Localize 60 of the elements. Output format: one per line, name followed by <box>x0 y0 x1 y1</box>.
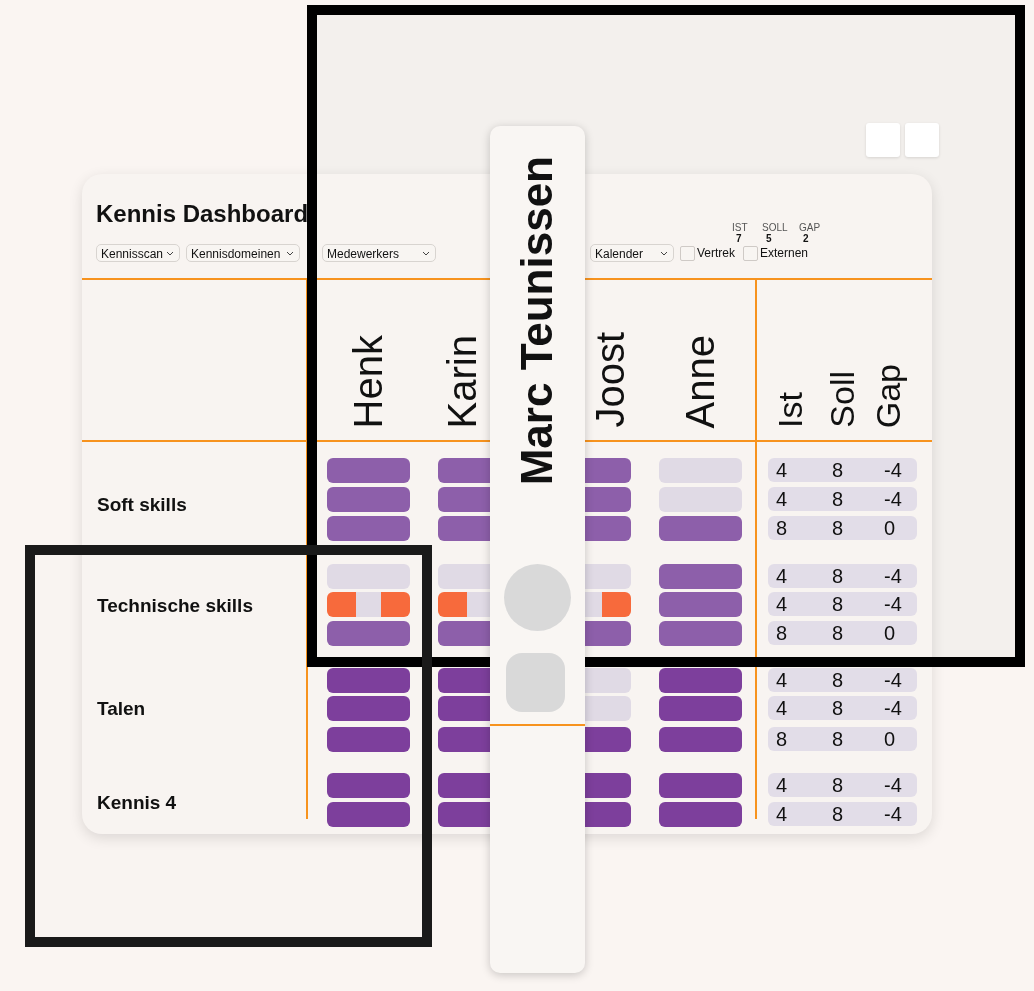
score-value: 4 <box>776 669 788 691</box>
dropdown: Medewerkers <box>322 244 436 262</box>
score-value: 8 <box>776 728 788 750</box>
column-header: Joost <box>590 332 630 428</box>
column-header: Gap <box>871 364 905 429</box>
stat-label: IST <box>732 222 748 233</box>
row-label: Soft skills <box>97 494 187 516</box>
score-value: 8 <box>776 517 788 539</box>
score-value: 4 <box>776 593 788 615</box>
score-value: 8 <box>832 697 844 719</box>
score-value: 4 <box>776 803 788 825</box>
score-value: 8 <box>832 803 844 825</box>
score-value: 8 <box>832 669 844 691</box>
score-value: -4 <box>884 697 902 719</box>
checkbox-label: Vertrek <box>697 246 735 260</box>
image-placeholder <box>506 653 565 712</box>
stat-label: SOLL <box>762 222 788 233</box>
stat-value: 5 <box>766 233 772 244</box>
score-value: 4 <box>776 697 788 719</box>
row-label: Technische skills <box>97 595 253 617</box>
score-value: 0 <box>884 728 896 750</box>
score-value: -4 <box>884 488 902 510</box>
dashboard-title: Kennis Dashboard <box>96 200 309 228</box>
column-header: Karin <box>442 335 482 429</box>
score-value: 8 <box>832 774 844 796</box>
stat-label: GAP <box>799 222 821 233</box>
checkbox-label: Externen <box>760 246 809 260</box>
score-value: 4 <box>776 459 788 481</box>
score-value: -4 <box>884 459 902 481</box>
row-label: Kennis 4 <box>97 792 177 814</box>
dropdown: Kennisscan <box>96 244 180 262</box>
score-value: 8 <box>832 517 844 539</box>
column-header: Ist <box>773 392 807 428</box>
score-value: 4 <box>776 565 788 587</box>
score-value: 4 <box>776 774 788 796</box>
stat-value: 7 <box>736 233 742 244</box>
score-value: 8 <box>832 459 844 481</box>
score-value: -4 <box>884 565 902 587</box>
score-value: 8 <box>776 622 788 644</box>
stat-value: 2 <box>803 233 809 244</box>
score-value: -4 <box>884 593 902 615</box>
score-value: 8 <box>832 565 844 587</box>
column-header: Henk <box>348 335 388 429</box>
score-value: 0 <box>884 517 896 539</box>
score-value: -4 <box>884 669 902 691</box>
score-value: 4 <box>776 488 788 510</box>
score-value: 8 <box>832 622 844 644</box>
score-value: 8 <box>832 593 844 615</box>
score-value: -4 <box>884 803 902 825</box>
score-value: -4 <box>884 774 902 796</box>
column-header: Soll <box>825 371 859 428</box>
profile-panel <box>490 126 585 973</box>
score-value: 0 <box>884 622 896 644</box>
row-label: Talen <box>97 698 146 720</box>
score-value: 8 <box>832 728 844 750</box>
dropdown: Kennisdomeinen <box>186 244 300 262</box>
column-header: Anne <box>680 335 720 429</box>
person-name: Marc Teunissen <box>515 156 559 486</box>
dropdown: Kalender <box>590 244 674 262</box>
score-value: 8 <box>832 488 844 510</box>
